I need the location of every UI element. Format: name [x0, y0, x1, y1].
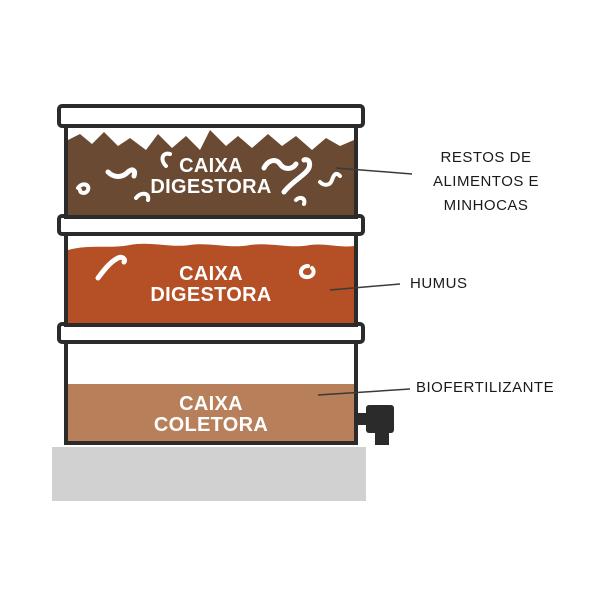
worm-icon: [261, 158, 299, 171]
box-label-line2: DIGESTORA: [150, 176, 272, 198]
worm-icon: [318, 171, 342, 187]
humus-box: [57, 214, 365, 327]
food-scraps-box-lid: [57, 104, 365, 128]
humus-box-label: CAIXA DIGESTORA: [126, 264, 296, 306]
humus-callout: HUMUS: [410, 272, 468, 296]
box-label-line1: CAIXA: [179, 263, 243, 285]
food-scraps-box: [57, 104, 365, 219]
box-label-line1: CAIXA: [179, 393, 243, 415]
collector-box: [57, 322, 365, 445]
biofertilizer-callout: BIOFERTILIZANTE: [416, 376, 554, 400]
biofertilizer-liquid: [68, 384, 354, 441]
collector-box-label: CAIXA COLETORA: [126, 394, 296, 436]
base-stand: [52, 447, 366, 501]
callout-line: ALIMENTOS E: [432, 173, 540, 190]
worm-icon: [95, 254, 127, 281]
leader-line: [317, 388, 411, 396]
callout-line: MINHOCAS: [443, 197, 529, 214]
worm-icon: [76, 182, 91, 195]
leader-line: [335, 167, 413, 175]
tap-icon: [354, 405, 394, 445]
callout-line: BIOFERTILIZANTE: [416, 379, 555, 396]
worm-icon: [134, 191, 151, 202]
leader-line: [329, 283, 401, 291]
worm-icon: [281, 157, 313, 195]
callout-line: RESTOS DE: [440, 149, 532, 166]
worm-icon: [294, 195, 307, 206]
worm-icon: [160, 151, 172, 168]
food-scraps-box-label: CAIXA DIGESTORA: [126, 156, 296, 198]
food-scraps-callout: RESTOS DE ALIMENTOS E MINHOCAS: [416, 146, 556, 218]
box-label-line1: CAIXA: [179, 155, 243, 177]
worm-icon: [299, 264, 316, 280]
box-label-line2: DIGESTORA: [150, 284, 272, 306]
box-label-line2: COLETORA: [153, 414, 269, 436]
humus-fill: [68, 243, 354, 323]
worm-icon: [105, 167, 137, 179]
callout-line: HUMUS: [410, 275, 468, 292]
